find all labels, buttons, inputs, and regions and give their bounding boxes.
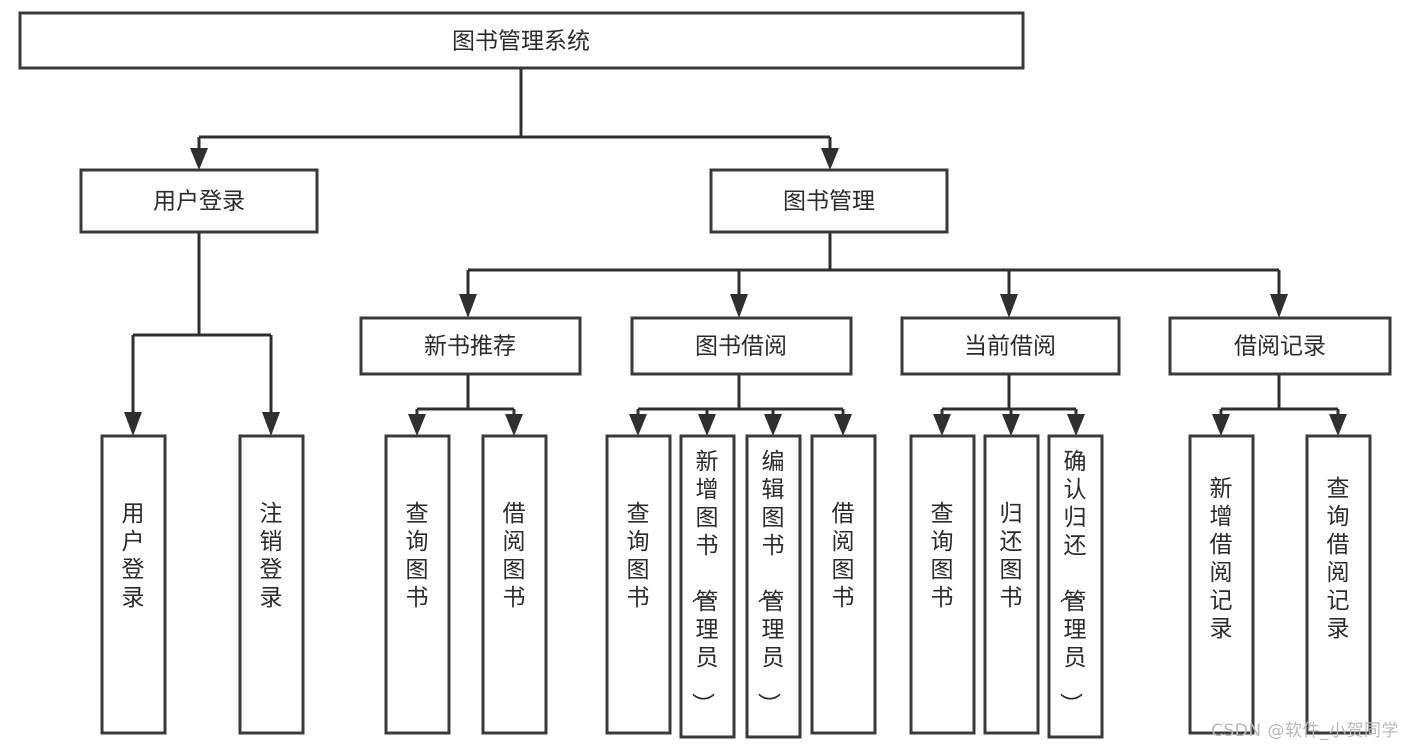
leaf-query-record-box[interactable] xyxy=(1305,434,1372,735)
arrow-head-new-book-recommend xyxy=(459,294,477,318)
user-login-label: 用户登录 xyxy=(153,189,245,215)
node-root-system[interactable]: 图书管理系统 xyxy=(18,11,1025,70)
leaf-borrow-book-1-box[interactable] xyxy=(481,434,548,735)
leaf-logout-login-box[interactable] xyxy=(238,434,305,735)
new-book-recommend-label: 新书推荐 xyxy=(424,334,516,360)
node-leaf-query-record[interactable]: 查询借阅记录 xyxy=(1305,434,1372,735)
root-label: 图书管理系统 xyxy=(452,29,590,55)
node-book-borrow[interactable]: 图书借阅 xyxy=(630,316,853,376)
node-leaf-borrow-book-1[interactable]: 借阅图书 xyxy=(481,434,548,735)
arrow-head-leaf-logout-login xyxy=(262,412,280,436)
arrow-head-leaf-borrow-book-1 xyxy=(505,414,523,436)
node-leaf-query-book-1[interactable]: 查询图书 xyxy=(384,434,451,735)
leaf-edit-book-box[interactable] xyxy=(745,434,802,739)
leaf-return-book-label: 归还图书 xyxy=(1000,501,1023,611)
arrow-head-leaf-query-book-2 xyxy=(629,414,647,436)
arrow-head-leaf-add-book xyxy=(698,414,716,436)
arrow-head-book-management xyxy=(821,148,839,170)
leaf-borrow-book-2-label: 借阅图书 xyxy=(832,501,855,611)
root-box[interactable] xyxy=(18,11,1025,70)
leaf-add-record-label: 新增借阅记录 xyxy=(1210,476,1233,642)
book-borrow-box[interactable] xyxy=(630,316,853,376)
leaf-confirm-return-label: 确认归还（管理员） xyxy=(1058,449,1087,716)
leaf-user-login-box[interactable] xyxy=(100,434,167,735)
borrow-record-box[interactable] xyxy=(1168,316,1392,376)
arrow-head-leaf-confirm-return xyxy=(1067,414,1085,436)
leaf-query-book-1-label: 查询图书 xyxy=(406,501,429,611)
connector-layer xyxy=(124,68,1347,436)
arrow-head-user-login xyxy=(190,148,208,170)
arrow-head-borrow-record xyxy=(1270,294,1288,318)
leaf-query-record-label: 查询借阅记录 xyxy=(1327,476,1350,642)
node-new-book-recommend[interactable]: 新书推荐 xyxy=(359,316,582,376)
node-leaf-logout-login[interactable]: 注销登录 xyxy=(238,434,305,735)
leaf-query-book-2-box[interactable] xyxy=(605,434,672,735)
leaf-add-book-label: 新增图书（管理员） xyxy=(690,449,719,716)
arrow-head-leaf-query-record xyxy=(1329,414,1347,436)
arrow-head-leaf-borrow-book-2 xyxy=(834,414,852,436)
new-book-recommend-box[interactable] xyxy=(359,316,582,376)
leaf-return-book-box[interactable] xyxy=(983,434,1040,735)
leaf-borrow-book-1-label: 借阅图书 xyxy=(503,501,526,611)
current-borrow-label: 当前借阅 xyxy=(964,334,1056,360)
leaf-query-book-3-box[interactable] xyxy=(909,434,976,735)
node-leaf-borrow-book-2[interactable]: 借阅图书 xyxy=(810,434,877,735)
arrow-head-book-borrow xyxy=(730,294,748,318)
book-management-label: 图书管理 xyxy=(783,189,875,215)
leaf-user-login-label: 用户登录 xyxy=(122,501,145,611)
leaf-borrow-book-2-box[interactable] xyxy=(810,434,877,735)
book-borrow-label: 图书借阅 xyxy=(695,334,787,360)
leaf-query-book-1-box[interactable] xyxy=(384,434,451,735)
node-user-login[interactable]: 用户登录 xyxy=(79,168,319,234)
node-leaf-query-book-3[interactable]: 查询图书 xyxy=(909,434,976,735)
node-leaf-add-record[interactable]: 新增借阅记录 xyxy=(1188,434,1255,735)
node-leaf-confirm-return[interactable]: 确认归还（管理员） xyxy=(1047,434,1104,739)
node-leaf-return-book[interactable]: 归还图书 xyxy=(983,434,1040,735)
leaf-confirm-return-box[interactable] xyxy=(1047,434,1104,739)
node-current-borrow[interactable]: 当前借阅 xyxy=(900,316,1121,376)
arrow-head-leaf-query-book-1 xyxy=(408,414,426,436)
node-book-management[interactable]: 图书管理 xyxy=(709,168,949,234)
leaf-add-record-box[interactable] xyxy=(1188,434,1255,735)
node-borrow-record[interactable]: 借阅记录 xyxy=(1168,316,1392,376)
arrow-head-leaf-add-record xyxy=(1212,414,1230,436)
node-leaf-add-book[interactable]: 新增图书（管理员） xyxy=(679,434,736,739)
leaf-logout-login-label: 注销登录 xyxy=(260,501,283,611)
current-borrow-box[interactable] xyxy=(900,316,1121,376)
node-leaf-edit-book[interactable]: 编辑图书（管理员） xyxy=(745,434,802,739)
arrow-head-leaf-return-book xyxy=(1002,414,1020,436)
book-management-box[interactable] xyxy=(709,168,949,234)
user-login-box[interactable] xyxy=(79,168,319,234)
arrow-head-leaf-user-login xyxy=(124,412,142,436)
leaf-query-book-3-label: 查询图书 xyxy=(931,501,954,611)
node-leaf-query-book-2[interactable]: 查询图书 xyxy=(605,434,672,735)
arrow-head-leaf-edit-book xyxy=(764,414,782,436)
borrow-record-label: 借阅记录 xyxy=(1234,334,1326,360)
node-leaf-user-login[interactable]: 用户登录 xyxy=(100,434,167,735)
arrow-head-current-borrow xyxy=(1000,294,1018,318)
leaf-add-book-box[interactable] xyxy=(679,434,736,739)
arrow-head-leaf-query-book-3 xyxy=(933,414,951,436)
leaf-query-book-2-label: 查询图书 xyxy=(627,501,650,611)
leaf-edit-book-label: 编辑图书（管理员） xyxy=(756,449,785,716)
